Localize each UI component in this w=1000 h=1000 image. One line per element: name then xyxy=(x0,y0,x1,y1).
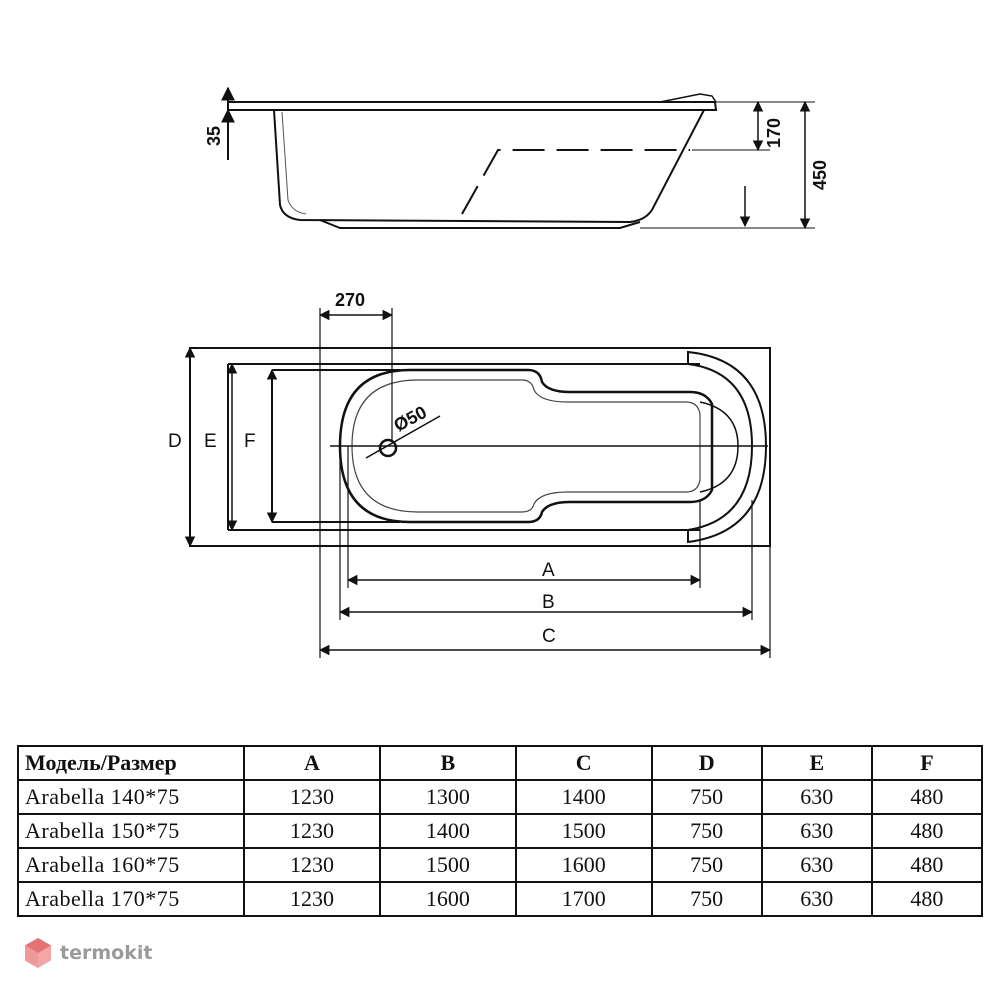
table-cell: 1500 xyxy=(514,813,653,849)
technical-drawing: 35 170 450 xyxy=(168,86,830,658)
table-row: Arabella 140*75 1230 1300 1400 750 630 4… xyxy=(17,779,984,815)
table-header: Модель/Размер xyxy=(17,745,245,781)
dim-rim-label: 35 xyxy=(204,126,224,146)
dim-offset-label: 270 xyxy=(335,290,365,310)
table-cell-model: Arabella 160*75 xyxy=(17,847,245,883)
dim-drain-label: Ø50 xyxy=(390,402,429,436)
dim-c-label: C xyxy=(542,626,556,647)
dim-a-label: A xyxy=(542,560,555,581)
table-row: Arabella 160*75 1230 1500 1600 750 630 4… xyxy=(17,847,984,883)
table-cell: 630 xyxy=(760,779,873,815)
table-cell: 630 xyxy=(760,881,873,917)
table-cell: 480 xyxy=(870,813,984,849)
dim-f-label: F xyxy=(244,431,256,452)
table-cell: 750 xyxy=(650,779,763,815)
table-cell: 1230 xyxy=(243,779,381,815)
table-header: B xyxy=(378,745,517,781)
table-cell: 1230 xyxy=(243,847,381,883)
table-cell: 480 xyxy=(870,847,984,883)
table-cell: 1600 xyxy=(514,847,653,883)
table-header: F xyxy=(870,745,984,781)
dim-depth-label: 170 xyxy=(764,118,784,148)
table-cell: 480 xyxy=(870,881,984,917)
dim-d-label: D xyxy=(168,431,182,452)
table-cell: 750 xyxy=(650,847,763,883)
side-view xyxy=(221,86,815,230)
table-header: C xyxy=(514,745,653,781)
watermark: termokit xyxy=(24,937,152,969)
dim-b-label: B xyxy=(542,592,555,613)
table-cell: 1700 xyxy=(514,881,653,917)
table-row: Arabella 170*75 1230 1600 1700 750 630 4… xyxy=(17,881,984,917)
table-cell: 750 xyxy=(650,881,763,917)
table-cell: 1230 xyxy=(243,813,381,849)
table-header-row: Модель/Размер A B C D E F xyxy=(17,745,984,781)
table-row: Arabella 150*75 1230 1400 1500 750 630 4… xyxy=(17,813,984,849)
table-header: E xyxy=(760,745,873,781)
table-cell: 1300 xyxy=(378,779,517,815)
table-cell: 750 xyxy=(650,813,763,849)
termokit-logo-icon xyxy=(25,938,51,968)
table-cell-model: Arabella 140*75 xyxy=(17,779,245,815)
table-cell: 1400 xyxy=(514,779,653,815)
watermark-text: termokit xyxy=(60,942,153,964)
dim-e-label: E xyxy=(204,431,217,452)
top-view xyxy=(184,308,772,658)
table-header: A xyxy=(243,745,381,781)
dim-height-label: 450 xyxy=(810,160,830,190)
table-cell-model: Arabella 170*75 xyxy=(17,881,245,917)
table-cell: 1500 xyxy=(378,847,517,883)
table-cell-model: Arabella 150*75 xyxy=(17,813,245,849)
table-cell: 630 xyxy=(760,813,873,849)
table-cell: 1400 xyxy=(378,813,517,849)
table-cell: 1230 xyxy=(243,881,381,917)
table-header: D xyxy=(650,745,763,781)
size-table: Модель/Размер A B C D E F Arabella 140*7… xyxy=(17,745,984,917)
table-cell: 480 xyxy=(870,779,984,815)
table-cell: 630 xyxy=(760,847,873,883)
table-cell: 1600 xyxy=(378,881,517,917)
